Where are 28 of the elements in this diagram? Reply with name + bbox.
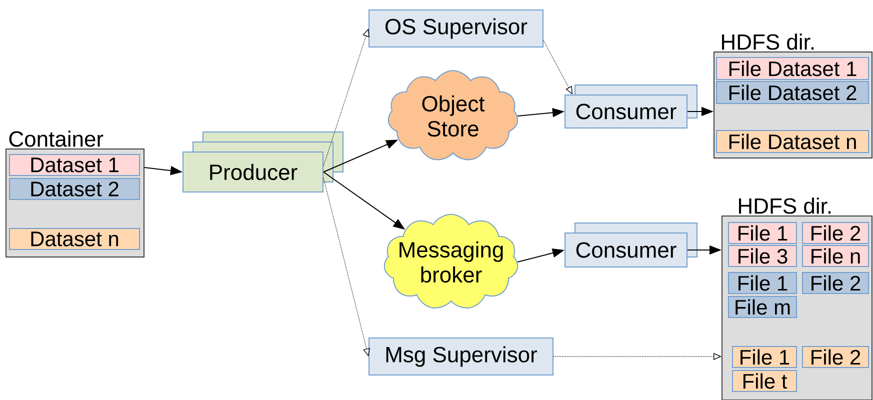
- cloud: Messaging broker: [384, 214, 518, 308]
- consumer-box: Consumer: [564, 84, 698, 128]
- node-label: Container: [9, 130, 104, 147]
- file-bar: File 1: [728, 272, 797, 294]
- file-bar: File Dataset n: [716, 130, 869, 153]
- file-bar: File 2: [802, 346, 869, 368]
- file-bar: File 3: [728, 245, 797, 267]
- file-bar: File Dataset 2: [716, 81, 869, 104]
- file-bar: File 1: [728, 222, 797, 244]
- producer-box: Producer: [182, 132, 344, 192]
- node-label: HDFS dir.: [739, 198, 831, 214]
- dataset-bar: Dataset n: [9, 228, 140, 250]
- dataset-bar: Dataset 1: [9, 154, 140, 176]
- file-bar: File 1: [732, 346, 797, 368]
- file-bar: File t: [732, 370, 797, 392]
- node-label: HDFS dir.: [722, 34, 814, 50]
- file-bar: File n: [802, 245, 869, 267]
- supervisor-box: Msg Supervisor: [368, 338, 554, 376]
- consumer-box: Consumer: [564, 222, 698, 268]
- file-bar: File 2: [802, 222, 869, 244]
- dataset-bar: Dataset 2: [9, 178, 140, 200]
- cloud: Object Store: [388, 70, 518, 160]
- dotted-arrow: [323, 28, 370, 166]
- supervisor-box: OS Supervisor: [368, 10, 544, 48]
- file-bar: File Dataset 1: [716, 57, 869, 80]
- file-bar: File 2: [802, 272, 869, 294]
- dotted-arrow: [543, 40, 572, 94]
- file-bar: File m: [728, 296, 797, 318]
